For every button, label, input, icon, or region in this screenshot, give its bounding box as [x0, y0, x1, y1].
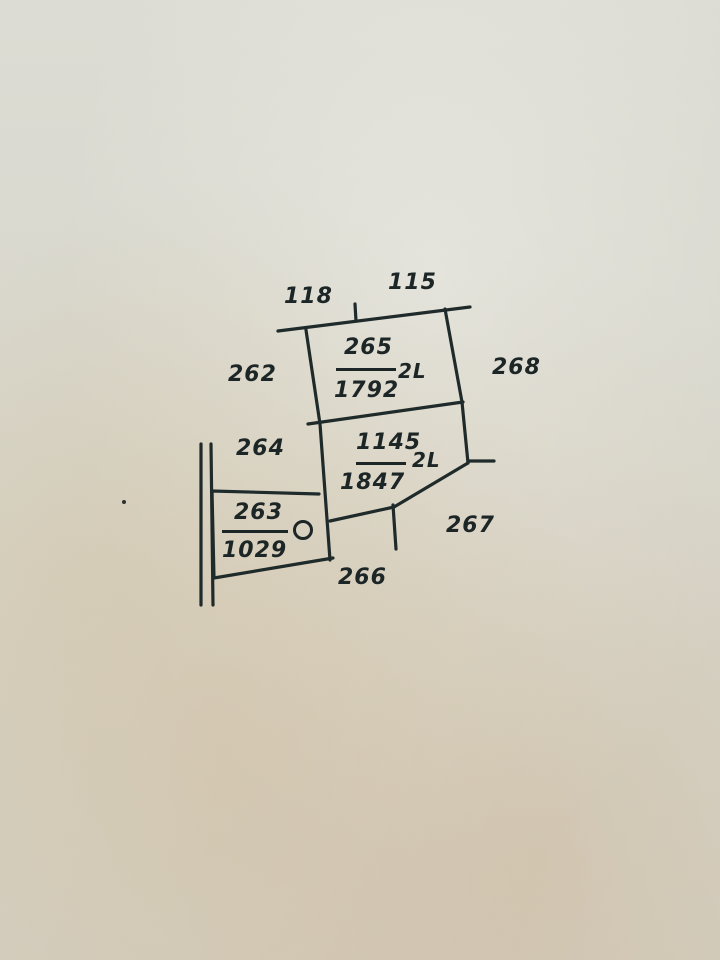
neighbor-label-268: 268 [492, 355, 541, 380]
parcel-land-suffix: 2L [398, 359, 427, 383]
top-boundary [276, 305, 472, 333]
parcel-number: 263 [234, 500, 283, 525]
fraction-rule [356, 462, 406, 465]
parcel-land-suffix: 2L [412, 448, 441, 472]
neighbor-label-264: 264 [236, 436, 285, 461]
neighbor-label-115: 115 [388, 270, 437, 295]
neighbor-label-118: 118 [284, 284, 333, 309]
fraction-rule [336, 368, 396, 371]
lower-tick [391, 503, 398, 551]
neighbor-label-262: 262 [228, 362, 277, 387]
top-tick [353, 302, 358, 323]
divider-265-1145 [306, 400, 465, 426]
parcel-number: 1145 [356, 430, 422, 455]
parcel-area: 1792 [334, 378, 400, 403]
parcel-number: 265 [344, 335, 393, 360]
road-line-right [209, 442, 215, 607]
left-boundary [304, 328, 332, 562]
neighbor-label-267: 267 [446, 513, 495, 538]
right-boundary [443, 307, 470, 465]
paper-dot [122, 500, 126, 504]
fraction-rule [222, 530, 288, 533]
parcel-area: 1847 [340, 470, 406, 495]
neighbor-label-266: 266 [338, 565, 387, 590]
survey-circle-mark [293, 520, 313, 540]
parcel-area: 1029 [222, 538, 288, 563]
